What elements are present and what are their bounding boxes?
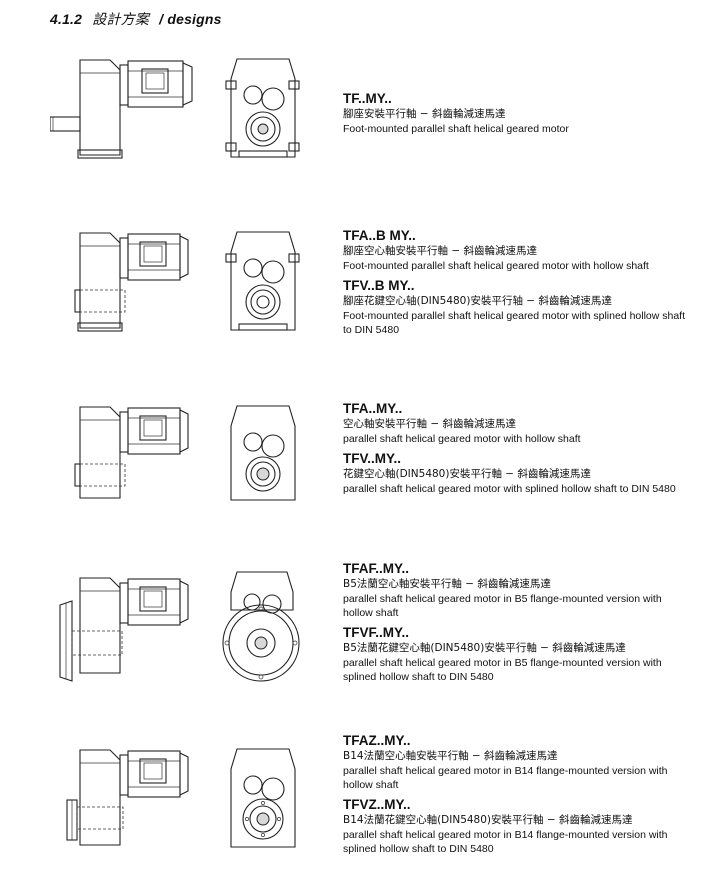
model-code: TF..MY.. bbox=[343, 91, 392, 106]
side-view-drawing bbox=[70, 228, 200, 333]
model-desc-cn: 空心軸安裝平行軸 − 斜齒輪減速馬達 bbox=[343, 418, 516, 430]
model-description: TF..MY.. 腳座安裝平行軸 − 斜齒輪減速馬達 Foot-mounted … bbox=[343, 91, 693, 136]
model-desc-en: parallel shaft helical geared motor in B… bbox=[343, 765, 668, 791]
section-title-en: designs bbox=[167, 11, 222, 27]
model-code: TFAZ..MY.. bbox=[343, 733, 411, 748]
side-view-drawing bbox=[58, 573, 200, 688]
front-view-drawing bbox=[225, 747, 300, 852]
model-desc-en: Foot-mounted parallel shaft helical gear… bbox=[343, 310, 686, 336]
model-desc-cn: B5法蘭花鍵空心軸(DIN5480)安裝平行軸 − 斜齒輪減速馬達 bbox=[343, 642, 626, 654]
model-desc-en: parallel shaft helical geared motor in B… bbox=[343, 657, 662, 683]
front-view-drawing bbox=[220, 570, 302, 688]
model-desc-cn: 腳座安裝平行軸 − 斜齒輪減速馬達 bbox=[343, 108, 506, 120]
front-view-drawing bbox=[225, 57, 300, 162]
model-desc-en: parallel shaft helical geared motor with… bbox=[343, 433, 581, 445]
model-desc-en: parallel shaft helical geared motor in B… bbox=[343, 593, 662, 619]
model-desc-cn: 腳座空心軸安裝平行軸 − 斜齒輪減速馬達 bbox=[343, 245, 537, 257]
title-separator: / bbox=[159, 11, 164, 27]
model-code: TFV..MY.. bbox=[343, 451, 402, 466]
model-description: TFAF..MY.. B5法蘭空心軸安裝平行軸 − 斜齒輪減速馬達 parall… bbox=[343, 561, 693, 684]
section-title-cn: 設計方案 bbox=[92, 11, 150, 27]
model-desc-en: parallel shaft helical geared motor in B… bbox=[343, 829, 668, 855]
model-code: TFA..B MY.. bbox=[343, 228, 416, 243]
front-view-drawing bbox=[225, 230, 300, 335]
model-desc-en: parallel shaft helical geared motor with… bbox=[343, 483, 676, 495]
front-view-drawing bbox=[225, 404, 300, 504]
model-code: TFV..B MY.. bbox=[343, 278, 415, 293]
section-number: 4.1.2 bbox=[50, 11, 83, 27]
model-code: TFVF..MY.. bbox=[343, 625, 410, 640]
side-view-drawing bbox=[63, 745, 198, 850]
model-desc-cn: 腳座花鍵空心轴(DIN5480)安裝平行轴 − 斜齒輪減速馬達 bbox=[343, 295, 612, 307]
model-description: TFA..MY.. 空心軸安裝平行軸 − 斜齒輪減速馬達 parallel sh… bbox=[343, 401, 693, 496]
side-view-drawing bbox=[70, 402, 200, 502]
model-desc-cn: B14法蘭花鍵空心軸(DIN5480)安裝平行軸 − 斜齒輪減速馬達 bbox=[343, 814, 633, 826]
model-desc-en: Foot-mounted parallel shaft helical gear… bbox=[343, 260, 649, 272]
model-desc-cn: 花鍵空心軸(DIN5480)安裝平行軸 − 斜齒輪減速馬達 bbox=[343, 468, 591, 480]
model-desc-cn: B5法蘭空心軸安裝平行軸 − 斜齒輪減速馬達 bbox=[343, 578, 551, 590]
model-desc-cn: B14法蘭空心軸安裝平行軸 − 斜齒輪減速馬達 bbox=[343, 750, 558, 762]
page-title: 4.1.2 設計方案 / designs bbox=[50, 9, 222, 29]
model-code: TFA..MY.. bbox=[343, 401, 403, 416]
model-code: TFAF..MY.. bbox=[343, 561, 410, 576]
model-desc-en: Foot-mounted parallel shaft helical gear… bbox=[343, 123, 569, 135]
model-code: TFVZ..MY.. bbox=[343, 797, 411, 812]
side-view-drawing bbox=[50, 55, 200, 160]
model-description: TFAZ..MY.. B14法蘭空心軸安裝平行軸 − 斜齒輪減速馬達 paral… bbox=[343, 733, 693, 856]
model-description: TFA..B MY.. 腳座空心軸安裝平行軸 − 斜齒輪減速馬達 Foot-mo… bbox=[343, 228, 693, 337]
